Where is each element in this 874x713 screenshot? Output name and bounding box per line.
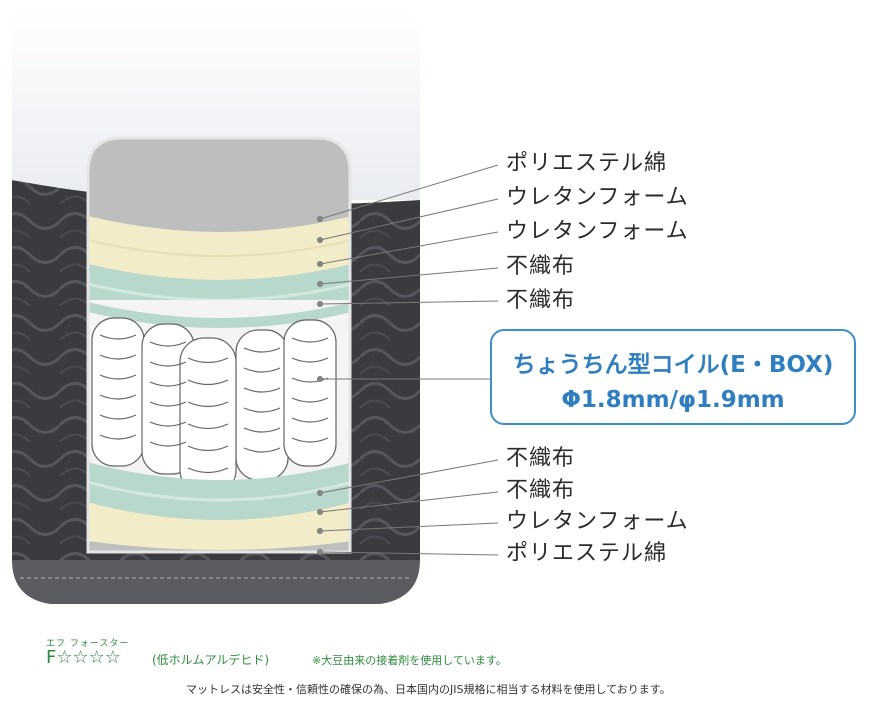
coil-type-label: ちょうちん型コイル(E・BOX) xyxy=(512,352,834,378)
fstar-rating: F☆☆☆☆ xyxy=(46,647,121,668)
label-layer-urethane-bottom: ウレタンフォーム xyxy=(506,509,689,534)
label-layer-polyester-bottom: ポリエステル綿 xyxy=(506,541,668,566)
footer-note: マットレスは安全性・信頼性の確保の為、日本国内のJIS規格に相当する材料を使用し… xyxy=(186,683,671,696)
spring-coils xyxy=(91,317,337,495)
leader-lines xyxy=(317,164,499,556)
label-layer-urethane-top-1: ウレタンフォーム xyxy=(506,185,689,210)
cross-section xyxy=(88,138,350,552)
label-layer-polyester-top: ポリエステル綿 xyxy=(506,151,668,176)
coil-diameter-label: Φ1.8mm/φ1.9mm xyxy=(561,387,785,413)
coil-callout: ちょうちん型コイル(E・BOX) Φ1.8mm/φ1.9mm xyxy=(490,329,856,425)
fstar-description: (低ホルムアルデヒド) xyxy=(152,653,270,667)
label-layer-nonwoven-bottom-2: 不織布 xyxy=(506,478,576,503)
label-layer-nonwoven-top-2: 不織布 xyxy=(506,288,576,313)
layer-nonwoven-bottom xyxy=(88,460,350,520)
layer-urethane-bottom xyxy=(88,500,350,550)
label-layer-nonwoven-top-1: 不織布 xyxy=(506,254,576,279)
layer-urethane-top xyxy=(88,214,350,280)
label-layer-urethane-top-2: ウレタンフォーム xyxy=(506,219,689,244)
fstar-adhesive-note: ※大豆由来の接着剤を使用しています。 xyxy=(312,654,507,667)
layer-polyester-bottom xyxy=(88,540,350,552)
layer-polyester-top xyxy=(88,138,350,232)
mattress-bottom-edge xyxy=(12,560,420,604)
label-layer-nonwoven-bottom-1: 不織布 xyxy=(506,446,576,471)
fstar-reading: エフ フォースター xyxy=(46,639,130,649)
